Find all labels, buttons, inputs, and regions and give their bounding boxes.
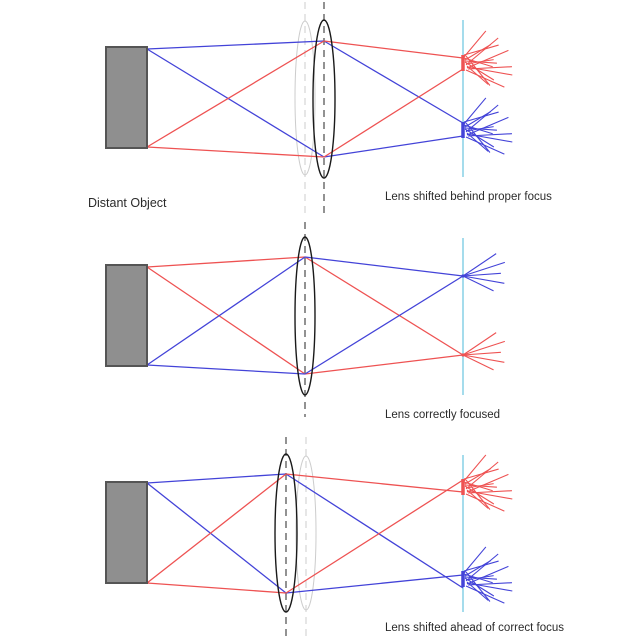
fan-ray bbox=[464, 468, 491, 485]
fan-ray bbox=[463, 454, 487, 482]
red-light-ray bbox=[146, 40, 325, 148]
caption-lens-shifted-behind: Lens shifted behind proper focus bbox=[385, 191, 552, 203]
fan-ray bbox=[465, 585, 505, 604]
fan-ray bbox=[464, 560, 491, 577]
fan-ray bbox=[462, 253, 497, 277]
blue-ray-fan-focused bbox=[461, 253, 506, 292]
fan-ray bbox=[462, 272, 501, 277]
fan-ray bbox=[465, 493, 505, 512]
fan-ray bbox=[463, 546, 487, 574]
fan-ray bbox=[462, 275, 505, 284]
panel-lens-correctly-focused bbox=[105, 222, 506, 417]
fan-ray bbox=[462, 275, 494, 292]
fan-ray bbox=[462, 354, 505, 363]
red-ray-fan-focused bbox=[461, 332, 506, 371]
red-light-ray bbox=[323, 40, 464, 59]
main-lens bbox=[312, 19, 336, 179]
panel-lens-shifted-ahead-of-correct-focus bbox=[105, 437, 513, 636]
fan-ray bbox=[462, 332, 497, 356]
fan-ray bbox=[463, 111, 499, 123]
fan-ray bbox=[466, 581, 489, 601]
blue-light-ray bbox=[146, 364, 306, 375]
fan-ray bbox=[464, 61, 495, 81]
blue-light-ray bbox=[146, 256, 306, 366]
red-ray-fan-blurred bbox=[461, 30, 513, 88]
fan-ray bbox=[462, 340, 506, 356]
red-ray-fan-blurred bbox=[461, 454, 513, 512]
fan-ray bbox=[464, 44, 491, 61]
red-light-ray bbox=[285, 479, 464, 594]
main-lens bbox=[294, 236, 316, 396]
red-light-ray bbox=[146, 473, 287, 584]
blue-light-ray bbox=[304, 256, 464, 277]
fan-ray bbox=[464, 128, 495, 148]
fan-ray bbox=[465, 479, 491, 510]
fan-ray bbox=[465, 136, 505, 155]
fan-ray bbox=[465, 55, 491, 86]
ghost-lens bbox=[294, 20, 316, 176]
fan-ray bbox=[462, 351, 501, 356]
blue-light-ray bbox=[146, 482, 287, 594]
caption-lens-correctly-focused: Lens correctly focused bbox=[385, 409, 501, 421]
fan-ray bbox=[463, 97, 487, 125]
main-lens bbox=[274, 453, 298, 613]
red-light-ray bbox=[146, 582, 287, 594]
fan-ray bbox=[463, 44, 499, 56]
fan-ray bbox=[463, 468, 499, 480]
blue-light-ray bbox=[146, 473, 287, 484]
red-light-ray bbox=[304, 354, 464, 375]
blue-ray-fan-blurred bbox=[461, 546, 513, 604]
blue-light-ray bbox=[146, 48, 325, 158]
fan-ray bbox=[463, 30, 487, 58]
red-light-ray bbox=[146, 266, 306, 375]
fan-ray bbox=[465, 571, 491, 602]
distant-object-rect bbox=[105, 46, 148, 149]
distant-object-rect bbox=[105, 264, 148, 367]
panel-lens-shifted-behind-proper-focus bbox=[105, 2, 513, 216]
red-light-ray bbox=[146, 146, 325, 158]
red-light-ray bbox=[323, 68, 464, 158]
red-light-ray bbox=[285, 473, 464, 493]
blue-light-ray bbox=[285, 473, 464, 589]
blue-light-ray bbox=[285, 574, 464, 594]
blue-light-ray bbox=[323, 40, 464, 124]
red-light-ray bbox=[304, 256, 464, 356]
fan-ray bbox=[463, 560, 499, 572]
fan-ray bbox=[466, 132, 489, 152]
distant-object-label: Distant Object bbox=[88, 196, 167, 210]
caption-lens-shifted-ahead: Lens shifted ahead of correct focus bbox=[385, 622, 564, 634]
fan-ray bbox=[464, 577, 495, 597]
fan-ray bbox=[462, 354, 494, 371]
fan-ray bbox=[464, 485, 495, 505]
fan-ray bbox=[462, 261, 506, 277]
fan-ray bbox=[466, 489, 489, 509]
distant-object-rect bbox=[105, 481, 148, 584]
blue-light-ray bbox=[304, 275, 464, 375]
fan-ray bbox=[465, 122, 491, 153]
fan-ray bbox=[464, 111, 491, 128]
red-light-ray bbox=[146, 256, 306, 268]
blue-light-ray bbox=[146, 40, 325, 50]
blue-ray-fan-blurred bbox=[461, 97, 513, 155]
ghost-lens bbox=[295, 455, 317, 611]
fan-ray bbox=[466, 65, 489, 85]
fan-ray bbox=[465, 69, 505, 88]
blue-light-ray bbox=[323, 135, 464, 158]
